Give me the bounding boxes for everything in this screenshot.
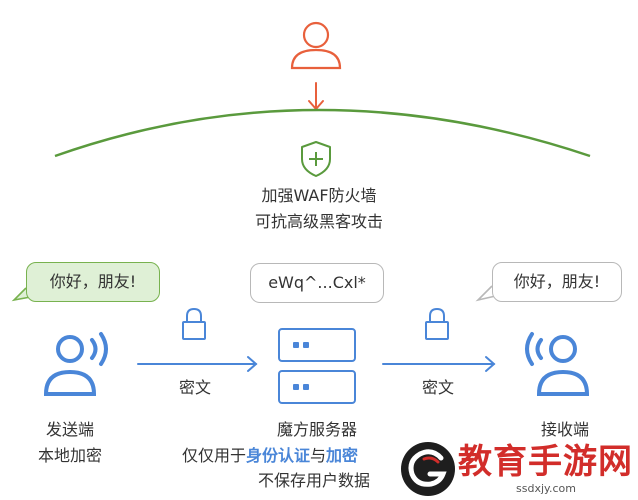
watermark-url: ssdxjy.com bbox=[516, 482, 576, 495]
sender-bubble-text: 你好，朋友! bbox=[49, 272, 137, 291]
waf-subtitle: 可抗高级黑客攻击 bbox=[254, 212, 383, 231]
server-bubble: eWq^...Cxl* bbox=[250, 263, 384, 303]
server-desc-mid: 与 bbox=[310, 446, 327, 465]
receiver-label: 接收端 bbox=[540, 420, 589, 439]
server-desc-prefix: 仅仅用于 bbox=[182, 446, 247, 465]
receiver-bubble: 你好，朋友! bbox=[492, 262, 622, 302]
arrow-left-to-server bbox=[137, 356, 258, 372]
server-unit-bottom bbox=[278, 370, 356, 404]
server-label: 魔方服务器 bbox=[276, 420, 357, 439]
server-desc-line2: 不保存用户数据 bbox=[258, 471, 371, 490]
server-unit-top bbox=[278, 328, 356, 362]
waf-title: 加强WAF防火墙 bbox=[261, 186, 377, 205]
lock-icon-left bbox=[182, 308, 206, 340]
ciphertext-label-right: 密文 bbox=[421, 378, 454, 397]
server-desc-line1: 仅仅用于身份认证与加密 bbox=[182, 446, 358, 466]
sender-label: 发送端 bbox=[45, 420, 94, 439]
sender-icon bbox=[43, 332, 108, 396]
server-desc-encrypt: 加密 bbox=[326, 446, 359, 465]
server-bubble-text: eWq^...Cxl* bbox=[268, 273, 366, 292]
watermark-text: 教育手游网 bbox=[458, 442, 633, 482]
receiver-bubble-text: 你好，朋友! bbox=[513, 272, 601, 291]
watermark-logo: 教育手游网 ssdxjy.com bbox=[398, 438, 638, 500]
shield-icon bbox=[301, 141, 331, 177]
sender-sublabel: 本地加密 bbox=[37, 446, 102, 465]
watermark-logo-icon bbox=[401, 442, 455, 496]
firewall-arc bbox=[54, 108, 591, 158]
receiver-icon bbox=[525, 332, 590, 396]
arrow-server-to-receiver bbox=[382, 356, 496, 372]
sender-bubble: 你好，朋友! bbox=[26, 262, 160, 302]
server-desc-auth: 身份认证 bbox=[246, 446, 311, 465]
lock-icon-right bbox=[425, 308, 449, 340]
ciphertext-label-left: 密文 bbox=[178, 378, 211, 397]
down-arrow-icon bbox=[308, 82, 324, 111]
attacker-icon bbox=[290, 21, 342, 70]
